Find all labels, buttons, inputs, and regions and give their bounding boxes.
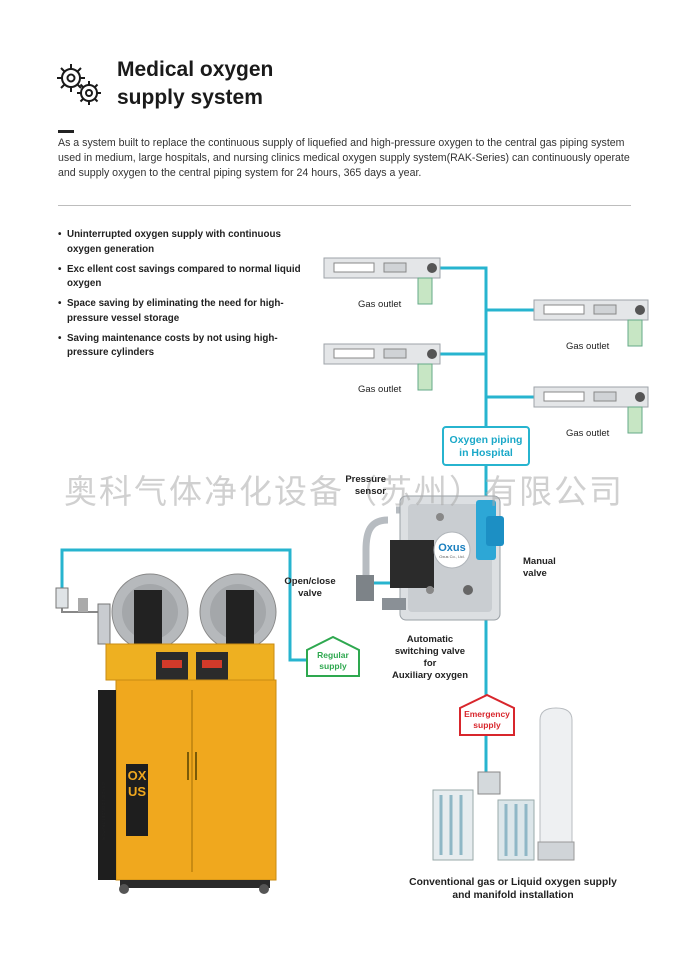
gas-outlet-label: Gas outlet: [566, 428, 610, 439]
gas-outlet-panel: [323, 343, 441, 391]
benefit-item: Saving maintenance costs by not using hi…: [58, 332, 308, 361]
title-line-2: supply system: [117, 86, 263, 109]
pressure-sensor-label: Pressure sensor: [345, 474, 386, 497]
open-close-valve-label: Open/close valve: [284, 576, 336, 599]
gas-outlet-panel: [533, 299, 649, 347]
manual-valve-label: Manual valve: [523, 556, 556, 579]
intro-paragraph: As a system built to replace the continu…: [58, 137, 630, 179]
valve-brand-logo: Oxus Oxus Co., Ltd.: [438, 542, 466, 559]
page-title: Medical oxygen supply system: [117, 56, 273, 112]
emergency-supply-label: Emergency supply: [464, 709, 510, 730]
concentrator-caption: OXYGEN CONCENTRATOR: [101, 782, 106, 841]
title-line-1: Medical oxygen: [117, 58, 274, 81]
benefit-item: Space saving by eliminating the need for…: [58, 297, 308, 326]
gas-outlet-label: Gas outlet: [358, 299, 402, 310]
gas-outlet-label: Gas outlet: [358, 384, 402, 395]
oxygen-concentrator: [55, 573, 277, 894]
gears-icon: [57, 64, 101, 105]
oxygen-piping-label: Oxygen piping in Hospital: [442, 426, 530, 466]
gas-outlet-panel: [323, 257, 441, 305]
title-underline: [58, 130, 74, 133]
switching-valve-label: Automatic switching valve for Auxiliary …: [391, 634, 469, 681]
switching-valve-unit: [356, 495, 504, 621]
benefit-item: Uninterrupted oxygen supply with continu…: [58, 228, 308, 257]
regular-supply-badge: [306, 635, 360, 677]
watermark: 奥科气体净化设备（苏州）有限公司: [64, 472, 624, 511]
gas-outlet-label: Gas outlet: [566, 341, 610, 352]
regular-supply-label: Regular supply: [317, 650, 349, 671]
gas-outlet-panel: [533, 386, 649, 434]
benefits-list: Uninterrupted oxygen supply with continu…: [58, 228, 308, 366]
conventional-supply-label: Conventional gas or Liquid oxygen supply…: [409, 877, 617, 901]
liquid-oxygen-manifold: [432, 707, 575, 861]
section-divider: [58, 205, 631, 206]
emergency-supply-badge: [459, 693, 515, 736]
concentrator-brand: OXUS: [127, 768, 147, 799]
benefit-item: Exc ellent cost savings compared to norm…: [58, 263, 308, 292]
